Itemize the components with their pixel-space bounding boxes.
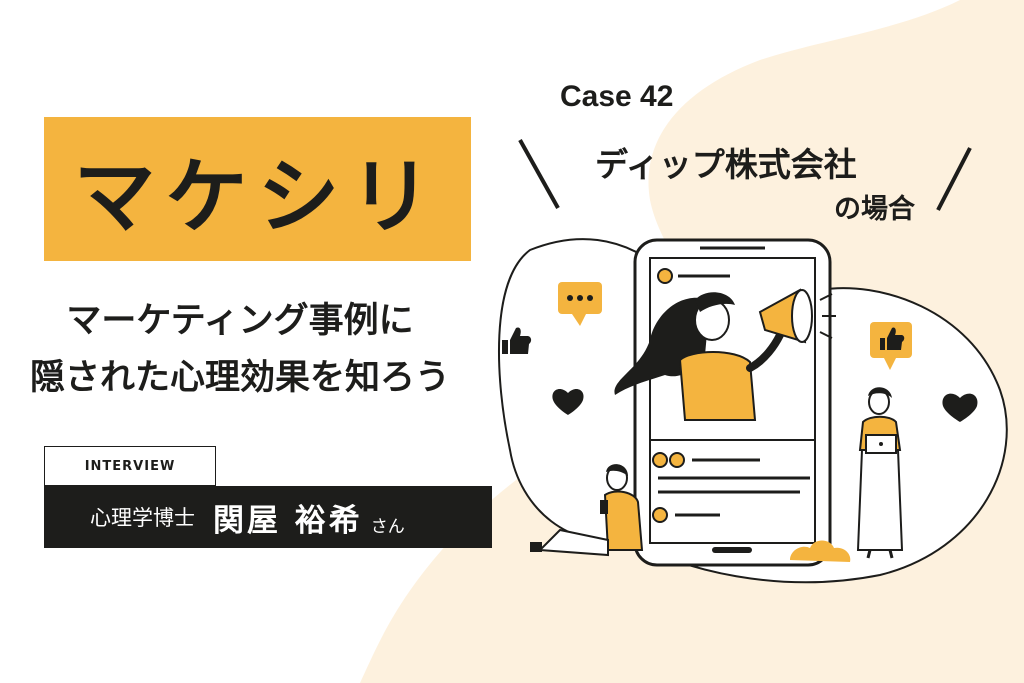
person-bar: 心理学博士 関屋 裕希 さん [44, 486, 492, 548]
cloud-icon [790, 540, 851, 562]
heart-icon-right [942, 393, 978, 422]
social-media-illustration [498, 139, 1008, 584]
company-name: ディップ株式会社 [595, 145, 857, 184]
thumbs-up-icon [502, 327, 532, 354]
right-slash [936, 147, 972, 211]
interview-badge: INTERVIEW [44, 446, 216, 486]
person-role: 心理学博士 [90, 506, 195, 530]
standing-woman [856, 387, 904, 559]
company-suffix: の場合 [834, 194, 915, 225]
heart-icon [552, 389, 584, 415]
case-label: Case 42 [560, 80, 674, 113]
megaphone-icon [758, 288, 836, 344]
speech-bubble-icon [558, 282, 602, 326]
subtitle-line-1: マーケティング事例に [66, 301, 414, 341]
page-title: マケシリ [73, 149, 442, 245]
subtitle-line-2: 隠された心理効果を知ろう [29, 358, 450, 398]
person-name: 関屋 裕希 [213, 502, 363, 539]
person-honorific: さん [370, 516, 405, 537]
woman-shirt [678, 351, 757, 421]
laptop-icon [865, 434, 897, 454]
left-slash [518, 139, 560, 209]
thumbs-up-bubble-icon [870, 322, 912, 370]
title-box: マケシリ [44, 117, 471, 261]
sitting-man [530, 464, 644, 557]
